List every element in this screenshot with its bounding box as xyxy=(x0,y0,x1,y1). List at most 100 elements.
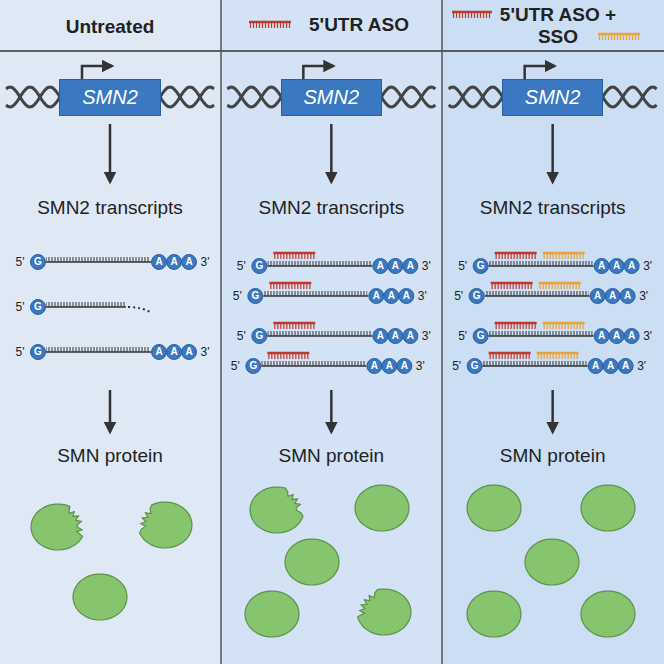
oligo-symbol xyxy=(543,323,585,329)
cap-letter: A xyxy=(371,361,378,371)
rna-cap-circle xyxy=(369,289,384,304)
oligo-symbol xyxy=(543,253,585,259)
rna-cap-circle xyxy=(31,300,46,315)
rna-strand xyxy=(489,261,593,266)
end-label: 5' xyxy=(452,360,461,372)
rna-strand xyxy=(46,257,150,262)
column-bg xyxy=(442,0,664,664)
rna-cap-circle xyxy=(388,259,403,274)
end-label: 3' xyxy=(416,360,425,372)
column-divider xyxy=(220,0,222,664)
cap-letter: A xyxy=(609,291,616,301)
row-label: SMN protein xyxy=(279,446,385,465)
cap-letter: A xyxy=(388,291,395,301)
rna-cap-circle xyxy=(167,345,182,360)
flow-arrow xyxy=(551,124,554,182)
end-label: 5' xyxy=(458,260,467,272)
smn-protein xyxy=(140,502,192,548)
smn-protein xyxy=(250,487,303,533)
rna-strand xyxy=(483,361,587,366)
smn-protein xyxy=(581,485,635,531)
rna-strand xyxy=(483,365,588,367)
end-label: 3' xyxy=(637,360,646,372)
column-header: 5'UTR ASO xyxy=(309,14,409,36)
oligo-symbol xyxy=(489,353,531,359)
rna-strand xyxy=(485,291,589,296)
cap-letter: A xyxy=(386,361,393,371)
cap-letter: G xyxy=(473,291,481,301)
rna-strand xyxy=(489,335,594,337)
column-bg xyxy=(0,0,221,664)
row-label: SMN2 transcripts xyxy=(480,198,626,217)
end-label: 3' xyxy=(201,256,210,268)
cap-letter: G xyxy=(255,261,263,271)
rna-cap-circle xyxy=(252,259,267,274)
rna-cap-circle xyxy=(182,345,197,360)
end-label: 3' xyxy=(422,260,431,272)
column-divider xyxy=(441,0,443,664)
end-label: 3' xyxy=(639,290,648,302)
cap-letter: A xyxy=(622,361,629,371)
rna-strand xyxy=(46,347,150,352)
end-label: 3' xyxy=(418,290,427,302)
oligo-symbol xyxy=(269,283,311,289)
row-label: SMN2 transcripts xyxy=(37,198,183,217)
smn-protein xyxy=(358,589,411,635)
cap-letter: A xyxy=(628,331,635,341)
cap-letter: A xyxy=(373,291,380,301)
column-header: Untreated xyxy=(66,16,155,38)
smn-protein xyxy=(73,574,127,620)
smn-protein xyxy=(355,485,409,531)
cap-letter: G xyxy=(34,257,42,267)
oligo-symbol xyxy=(495,323,537,329)
rna-cap-circle xyxy=(624,259,639,274)
cap-letter: A xyxy=(401,361,408,371)
rna-cap-circle xyxy=(467,359,482,374)
rna-cap-circle xyxy=(167,255,182,270)
rna-strand xyxy=(263,295,368,297)
decay-tail xyxy=(128,307,152,313)
end-label: 5' xyxy=(237,330,246,342)
cap-letter: A xyxy=(407,261,414,271)
rna-cap-circle xyxy=(620,289,635,304)
cap-letter: A xyxy=(598,261,605,271)
cap-letter: G xyxy=(255,331,263,341)
oligo-symbol xyxy=(249,22,291,28)
cap-letter: A xyxy=(155,257,162,267)
rna-cap-circle xyxy=(31,345,46,360)
cap-letter: A xyxy=(613,261,620,271)
cap-letter: G xyxy=(477,261,485,271)
smn-protein xyxy=(245,591,299,637)
rna-cap-circle xyxy=(373,329,388,344)
rna-cap-circle xyxy=(473,259,488,274)
oligo-symbol xyxy=(273,323,315,329)
rna-strand xyxy=(46,351,151,353)
rna-cap-circle xyxy=(594,329,609,344)
node-text: SMN2 xyxy=(525,86,581,109)
cap-letter: A xyxy=(624,291,631,301)
rna-strand xyxy=(267,261,371,266)
cap-letter: G xyxy=(34,347,42,357)
oligo-symbol xyxy=(452,12,492,18)
node-text: 5'UTR ASO xyxy=(309,14,409,36)
rna-cap-circle xyxy=(248,289,263,304)
rna-strand xyxy=(485,295,590,297)
end-label: 3' xyxy=(201,346,210,358)
flow-arrow xyxy=(109,124,112,182)
rna-cap-circle xyxy=(397,359,412,374)
end-label: 3' xyxy=(643,330,652,342)
flow-arrow xyxy=(109,390,112,432)
column-header: 5'UTR ASO + SSO xyxy=(497,4,619,48)
smn-protein xyxy=(31,504,83,550)
promoter-arrow xyxy=(82,66,112,79)
rna-strand xyxy=(267,335,372,337)
cap-letter: A xyxy=(628,261,635,271)
rna-cap-circle xyxy=(152,345,167,360)
rna-cap-circle xyxy=(403,259,418,274)
cap-letter: G xyxy=(477,331,485,341)
rna-cap-circle xyxy=(388,329,403,344)
cap-letter: A xyxy=(598,331,605,341)
row-label: SMN protein xyxy=(500,446,606,465)
rna-cap-circle xyxy=(590,289,605,304)
smn-protein xyxy=(581,591,635,637)
